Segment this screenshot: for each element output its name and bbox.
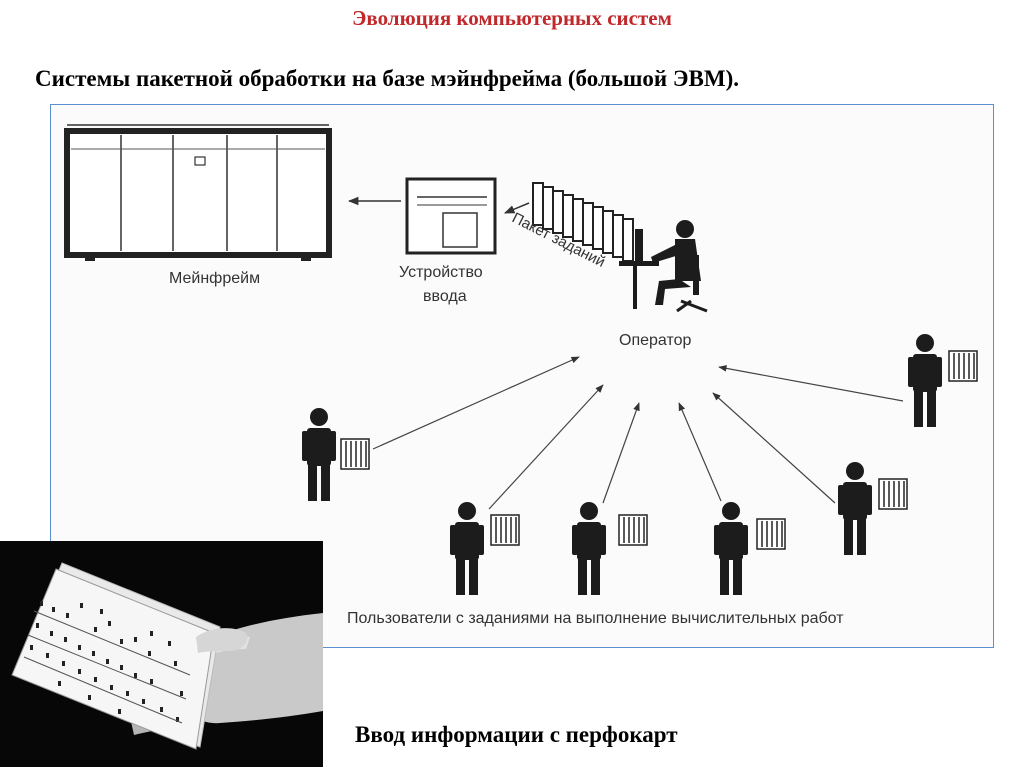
punch-card-hand-image [0, 541, 323, 767]
punch-cards-icon [490, 514, 520, 546]
user-arrows [372, 356, 904, 510]
user-figure [714, 502, 748, 595]
input-device-label-line1: Устройство [399, 264, 483, 281]
operator-icon [619, 220, 708, 313]
operator-label: Оператор [619, 332, 692, 349]
job-batch-icon [532, 182, 634, 262]
input-device-icon [405, 177, 497, 255]
batch-processing-diagram: Мейнфрейм Устройство ввода Пакет зад [64, 124, 978, 627]
punch-cards-icon [618, 514, 648, 546]
arrow-to-input-device [504, 202, 530, 214]
mainframe-icon [64, 124, 332, 261]
punch-cards-icon [756, 518, 786, 550]
mainframe-label: Мейнфрейм [169, 270, 260, 287]
photo-caption: Ввод информации с перфокарт [355, 722, 678, 747]
user-figure [450, 502, 484, 595]
user-figure [908, 334, 942, 427]
user-figure [572, 502, 606, 595]
slide-subtitle: Системы пакетной обработки на базе мэйнф… [35, 66, 739, 91]
input-device-label-line2: ввода [423, 288, 467, 305]
slide-title: Эволюция компьютерных систем [352, 6, 672, 30]
users-label: Пользователи с заданиями на выполнение в… [347, 610, 844, 627]
punch-cards-icon [878, 478, 908, 510]
user-figure [838, 462, 872, 555]
user-figure [302, 408, 336, 501]
punch-cards-photo [0, 541, 323, 767]
punch-cards-icon [948, 350, 978, 382]
punch-cards-icon [340, 438, 370, 470]
